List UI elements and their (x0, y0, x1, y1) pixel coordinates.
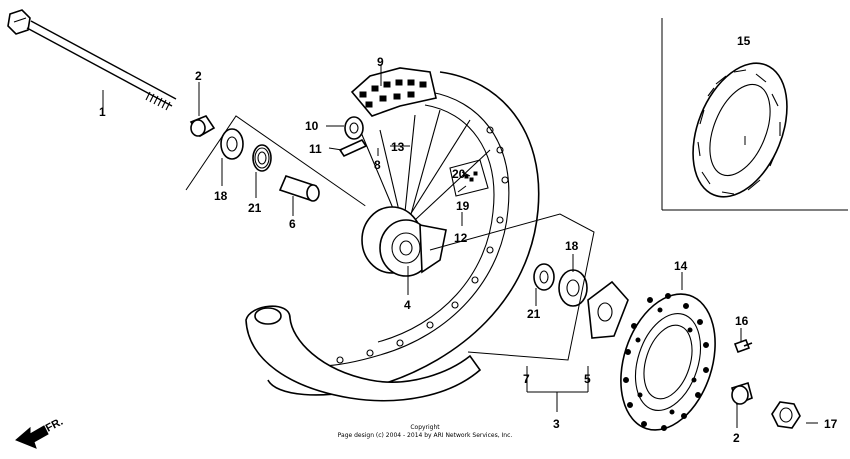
callout-12: 12 (454, 231, 468, 245)
callout-8: 8 (374, 158, 381, 172)
callout-18-left: 18 (214, 189, 228, 203)
dust-seal-left (220, 128, 244, 160)
copyright-title: Copyright (410, 424, 440, 431)
collar-lower (730, 381, 753, 406)
callout-1: 1 (99, 105, 106, 119)
callout-7: 7 (523, 372, 530, 386)
callout-9: 9 (377, 55, 384, 69)
callout-14: 14 (674, 259, 688, 273)
callout-10: 10 (305, 119, 319, 133)
brake-disc-alt (692, 62, 788, 198)
spacer-plate (587, 280, 629, 339)
callout-16: 16 (735, 314, 749, 328)
callout-11: 11 (309, 142, 322, 156)
callout-13: 13 (391, 140, 405, 154)
callout-18-right: 18 (565, 239, 579, 253)
bearing-right (533, 263, 555, 291)
callout-2-upper: 2 (195, 69, 202, 83)
callout-4: 4 (404, 298, 411, 312)
inset-frame (661, 18, 848, 211)
callout-6: 6 (289, 217, 296, 231)
tube (245, 305, 482, 402)
collar-upper (189, 115, 216, 138)
callout-17: 17 (824, 417, 838, 431)
axle (7, 9, 177, 111)
callout-21-right: 21 (527, 307, 541, 321)
front-direction-label: FR. (44, 416, 65, 435)
dust-seal-right (558, 269, 588, 307)
front-brake-disc (620, 293, 716, 431)
callout-15: 15 (737, 34, 751, 48)
callout-19: 19 (456, 199, 470, 213)
valve-cap (344, 116, 364, 140)
callout-3: 3 (553, 417, 560, 431)
tire (350, 67, 437, 117)
assembly-bracket-right (429, 213, 595, 361)
callout-20: 20 (452, 167, 466, 181)
axle-nut (771, 401, 801, 429)
valve-stem (338, 138, 368, 158)
copyright-line: Page design (c) 2004 - 2014 by ARI Netwo… (338, 432, 513, 439)
hub (361, 206, 447, 277)
callout-21-left: 21 (248, 201, 262, 215)
distance-collar (278, 175, 320, 202)
bearing-left (252, 144, 272, 172)
front-direction-arrow (15, 425, 49, 449)
leader-lines (102, 64, 818, 428)
disc-bolt (733, 338, 753, 354)
callout-5: 5 (584, 372, 591, 386)
spoke-nipples (449, 159, 489, 197)
callout-2-lower: 2 (733, 431, 740, 445)
